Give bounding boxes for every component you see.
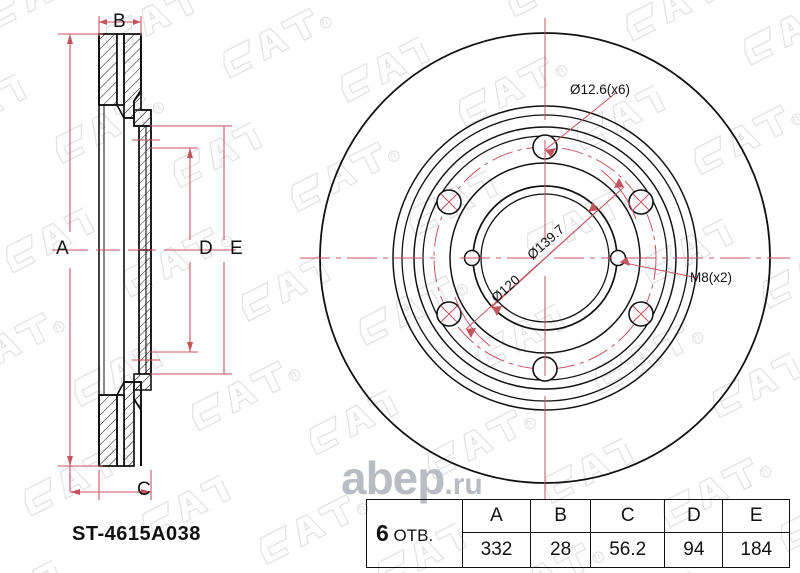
hole-count-label: ОТВ. [393,526,434,545]
header-E: E [722,499,790,533]
hole-count-value: 6 [376,520,389,546]
leader-m8 [619,257,699,279]
side-view-dimensions [52,16,236,500]
value-A: 332 [461,532,532,568]
specification-table: 6 ОТВ. A B C D E 332 28 56.2 94 184 [366,499,790,568]
pcd-arc-ticks [454,169,637,347]
face-centerlines [300,18,790,500]
value-E: 184 [722,532,790,568]
side-section-view [98,33,152,467]
site-watermark-suffix: .ru [444,468,483,501]
table-row-headers: 6 ОТВ. A B C D E [366,499,790,568]
dim-center-bore [491,202,599,316]
header-C: C [590,499,666,533]
table-row-values: 332 28 56.2 94 184 [367,532,790,568]
part-number: ST-4615A038 [72,523,201,545]
value-D: 94 [664,532,724,568]
header-A: A [461,499,532,533]
stud-hole-crosshairs [440,193,650,323]
value-C: 56.2 [590,532,666,568]
header-D: D [664,499,724,533]
hole-count-cell: 6 ОТВ. [366,499,463,568]
value-B: 28 [530,532,592,568]
header-B: B [530,499,592,533]
leader-bolt-hole [544,91,618,157]
site-watermark: abep.ru [341,455,483,501]
site-watermark-name: abep [341,452,445,504]
